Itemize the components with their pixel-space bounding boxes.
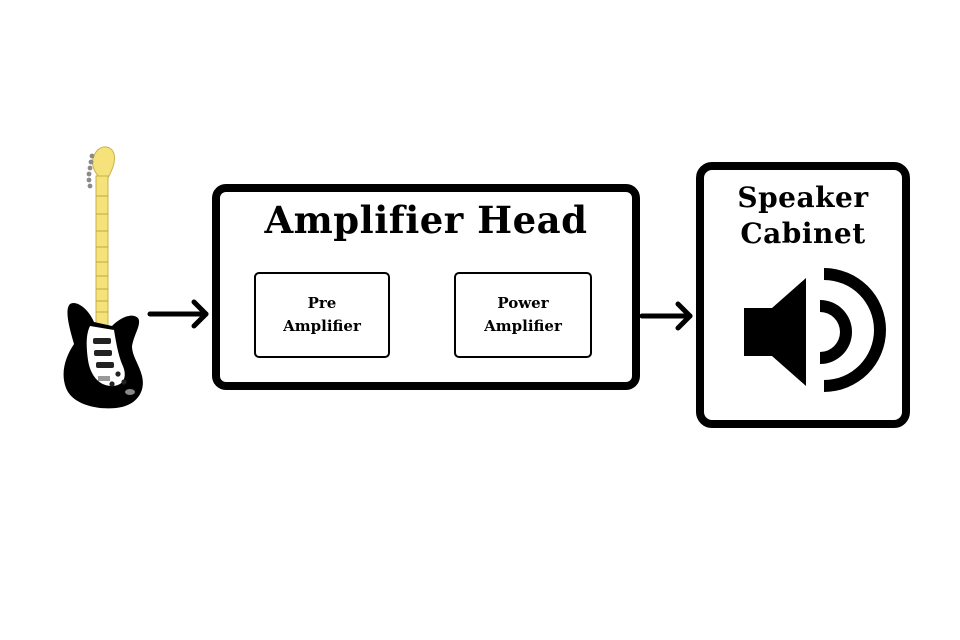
arrow-right-icon <box>639 301 693 331</box>
power-amplifier-label-line2: Amplifier <box>484 317 562 335</box>
electric-guitar-icon <box>63 146 143 409</box>
speaker-cabinet-title-line2: Cabinet <box>740 217 866 250</box>
power-amplifier-label-line1: Power <box>497 294 549 312</box>
speaker-cabinet-title-line1: Speaker <box>737 181 869 214</box>
pre-amplifier-label-line2: Amplifier <box>283 317 361 335</box>
speaker-cabinet-title: Speaker Cabinet <box>696 180 910 252</box>
pre-amplifier-box: Pre Amplifier <box>254 272 390 358</box>
arrow-right-icon <box>147 299 209 329</box>
power-amplifier-box: Power Amplifier <box>454 272 592 358</box>
amplifier-head-title: Amplifier Head <box>264 198 588 242</box>
pre-amplifier-label-line1: Pre <box>307 294 337 312</box>
